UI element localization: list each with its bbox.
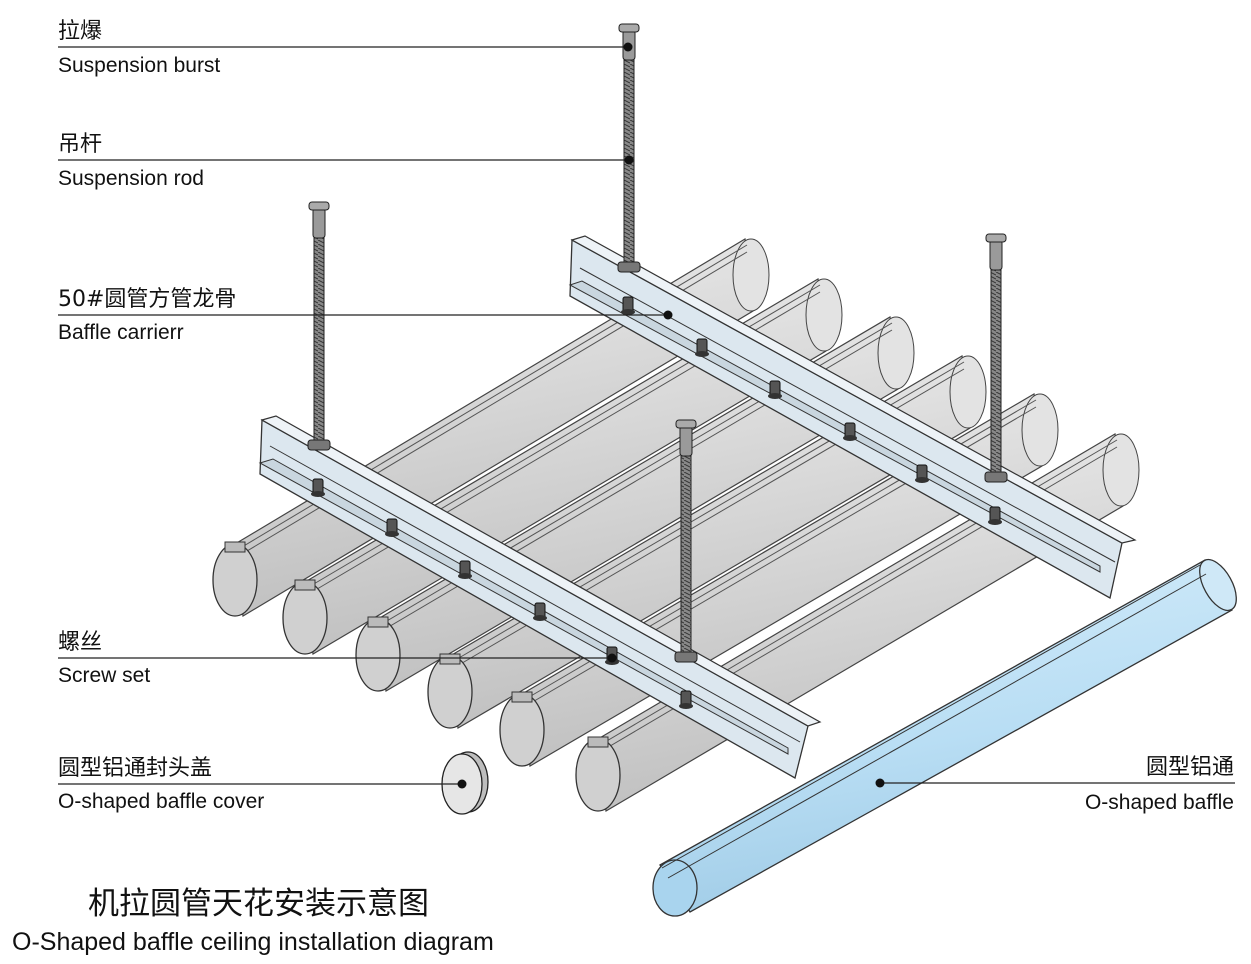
screw-icon [695,338,709,357]
suspension-rod-3 [984,233,1008,483]
leader-lines [58,42,1235,789]
screw-icon [311,478,325,497]
label-baffle-carrier-en: Baffle carrierr [58,321,184,344]
label-suspension-rod-cn: 吊杆 [58,132,102,157]
screw-icon [385,518,399,537]
label-screw-set-cn: 螺丝 [58,630,102,655]
screw-icon [988,506,1002,525]
suspension-rod-1 [617,23,641,273]
screw-icon [679,690,693,709]
screw-icon [915,464,929,483]
screw-icon [621,296,635,315]
screw-icon [533,602,547,621]
label-suspension-rod-en: Suspension rod [58,167,204,190]
label-suspension-rod: 吊杆 Suspension rod [58,132,204,190]
suspension-rod-2 [307,201,331,451]
label-suspension-burst-en: Suspension burst [58,54,220,77]
diagram-title-cn: 机拉圆管天花安装示意图 [88,886,429,922]
label-screw-set-en: Screw set [58,664,150,687]
label-baffle-carrier: 50#圆管方管龙骨 Baffle carrierr [58,287,236,344]
label-suspension-burst: 拉爆 Suspension burst [58,19,220,77]
screw-icon [458,560,472,579]
label-baffle-cn: 圆型铝通 [1146,755,1234,780]
suspension-rod-4 [674,419,698,663]
label-baffle-carrier-cn: 50#圆管方管龙骨 [58,287,236,312]
label-baffle: 圆型铝通 O-shaped baffle [1085,755,1234,814]
label-baffle-en: O-shaped baffle [1085,791,1234,814]
label-screw-set: 螺丝 Screw set [58,630,150,687]
blue-baffle-illustration [652,558,1237,917]
screw-icon [843,422,857,441]
carrier-screws [311,296,1002,709]
label-baffle-cover-cn: 圆型铝通封头盖 [58,756,212,781]
label-suspension-burst-cn: 拉爆 [58,19,102,44]
label-baffle-cover: 圆型铝通封头盖 O-shaped baffle cover [58,756,264,813]
label-baffle-cover-en: O-shaped baffle cover [58,790,264,813]
screw-icon [768,380,782,399]
diagram-title-en: O-Shaped baffle ceiling installation dia… [12,928,494,956]
